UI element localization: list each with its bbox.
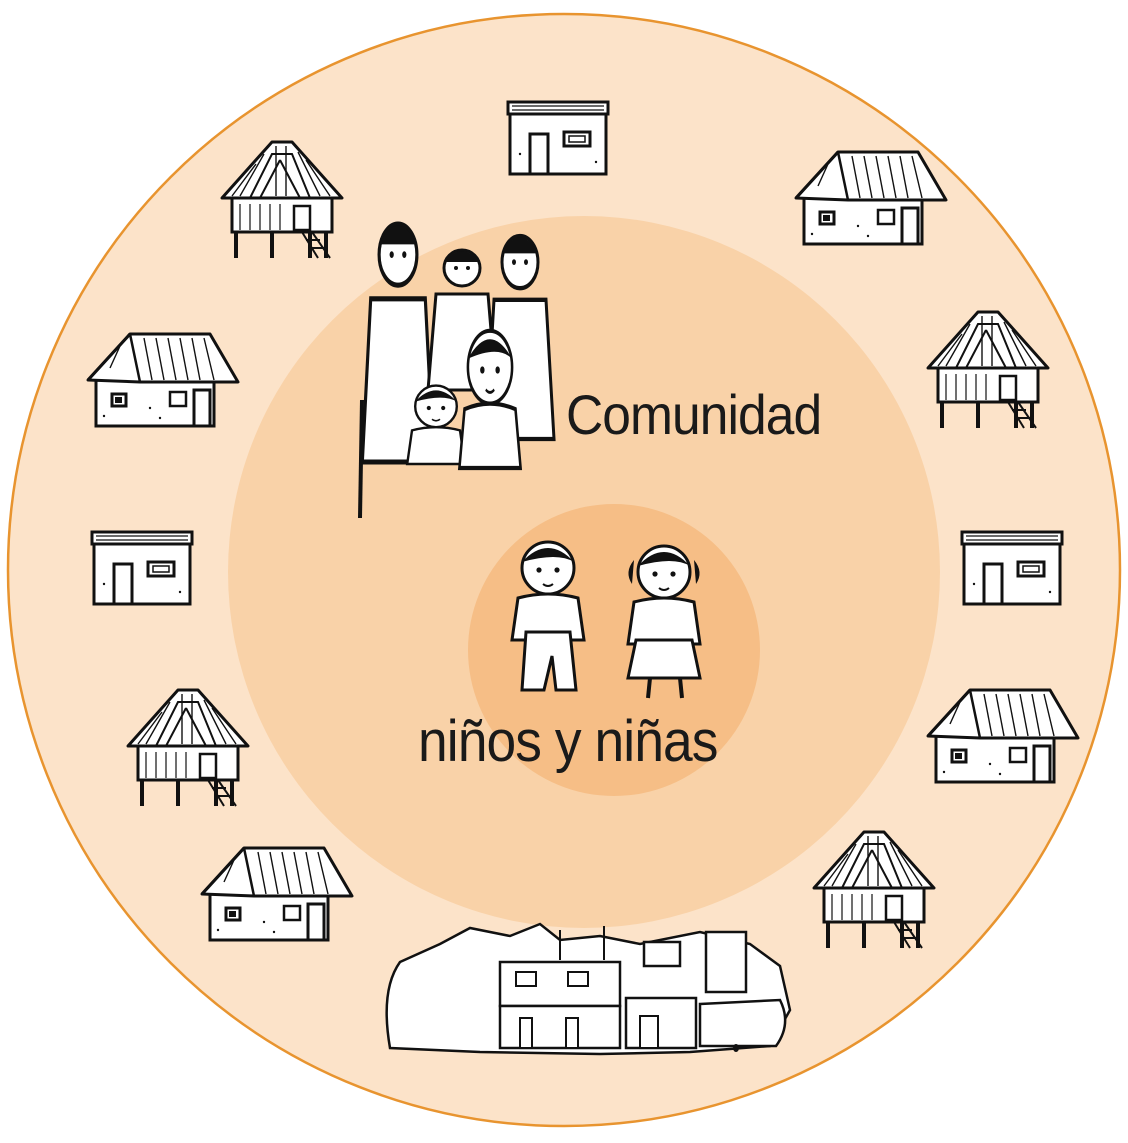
flat-roof-house-icon bbox=[960, 530, 1064, 606]
boy-and-girl-icon bbox=[510, 540, 702, 699]
family-group-icon bbox=[358, 224, 554, 519]
flat-roof-house-icon bbox=[90, 530, 194, 606]
community-label: Comunidad bbox=[566, 383, 822, 446]
flat-roof-house-icon bbox=[506, 100, 610, 176]
town-buildings-icon bbox=[385, 922, 792, 1056]
children-label: niños y niñas bbox=[418, 709, 718, 774]
